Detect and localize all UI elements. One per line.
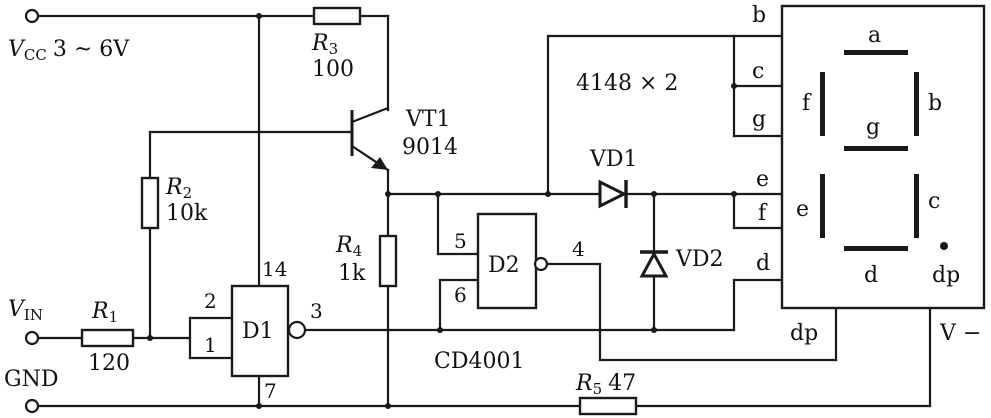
seg-f-label: f xyxy=(802,91,812,116)
segment-g xyxy=(844,146,908,151)
r1-symbol: R xyxy=(91,299,109,324)
wires xyxy=(36,14,932,408)
seg-e-label: e xyxy=(796,197,809,222)
r2-symbol: R xyxy=(165,175,183,200)
d2-pin-4: 4 xyxy=(572,237,585,261)
pin-e-label: e xyxy=(756,167,769,192)
r2-value: 10k xyxy=(166,201,208,226)
terminal-gnd: GND xyxy=(4,367,58,414)
vcc-range: 3 ~ 6V xyxy=(53,37,130,62)
seg-d-label: d xyxy=(864,263,878,288)
diode-note: 4148 × 2 xyxy=(576,71,678,96)
vin-subscript: IN xyxy=(24,306,43,324)
vt1-label: VT1 xyxy=(405,107,451,132)
resistor-r3: R3 100 xyxy=(311,6,362,82)
gnd-label: GND xyxy=(4,367,58,392)
junction-dots xyxy=(147,13,737,409)
segment-c xyxy=(914,174,919,238)
terminal-vin: VIN xyxy=(8,297,43,346)
vt1-type: 9014 xyxy=(402,135,458,160)
r3-symbol: R xyxy=(311,31,329,56)
resistor-r5: R5 47 xyxy=(575,371,638,416)
display-pin-labels: b c g e f d dp V − xyxy=(752,3,981,346)
transistor-vt1: VT1 9014 xyxy=(350,106,458,196)
d2-pin-6: 6 xyxy=(454,283,467,307)
svg-text:R4: R4 xyxy=(335,233,362,260)
pin-g-label: g xyxy=(752,107,766,132)
gate-d2: D2 5 6 4 xyxy=(454,212,585,310)
vin-symbol: V xyxy=(8,297,26,322)
segment-f xyxy=(820,72,825,136)
r3-value: 100 xyxy=(312,57,354,82)
r4-value: 1k xyxy=(338,261,366,286)
resistor-r4: R4 1k xyxy=(335,233,398,288)
r5-subscript: 5 xyxy=(593,380,603,398)
svg-text:R3: R3 xyxy=(311,31,338,58)
r2-subscript: 2 xyxy=(183,184,193,202)
seg-c-label: c xyxy=(928,189,940,214)
r1-value: 120 xyxy=(88,351,130,376)
seg-dp-label: dp xyxy=(932,263,960,288)
seven-segment-display: a f b g e c d dp xyxy=(780,4,986,310)
pin-c-label: c xyxy=(752,59,764,84)
segment-d xyxy=(844,246,908,251)
r3-subscript: 3 xyxy=(329,40,339,58)
diode-vd1: VD1 xyxy=(589,147,638,209)
d1-pin-7: 7 xyxy=(264,379,277,403)
r5-symbol: R xyxy=(575,371,593,396)
d1-pin-14: 14 xyxy=(262,257,287,281)
r4-symbol: R xyxy=(335,233,353,258)
svg-text:R2: R2 xyxy=(165,175,192,202)
r4-subscript: 4 xyxy=(353,242,363,260)
d2-pin-5: 5 xyxy=(454,229,467,253)
seg-b-label: b xyxy=(928,91,942,116)
r5-value: 47 xyxy=(608,371,636,396)
svg-text:VIN: VIN xyxy=(8,297,43,324)
vd1-label: VD1 xyxy=(589,147,638,172)
d2-label: D2 xyxy=(488,253,520,278)
vminus-label: V − xyxy=(939,321,981,346)
segment-dp xyxy=(940,242,948,250)
svg-text:R1: R1 xyxy=(91,299,118,326)
pin-d-label: d xyxy=(756,251,770,276)
pin-f-label: f xyxy=(758,201,768,226)
resistor-r1: R1 120 xyxy=(80,299,135,376)
vcc-symbol: V xyxy=(8,37,26,62)
vcc-subscript: CC xyxy=(24,46,47,64)
seg-a-label: a xyxy=(868,23,881,48)
diode-vd2: VD2 xyxy=(639,247,724,278)
d1-label: D1 xyxy=(242,319,274,344)
d1-pin-1: 1 xyxy=(204,333,217,357)
terminal-vcc: VCC 3 ~ 6V xyxy=(8,8,130,64)
d1-pin-3: 3 xyxy=(310,299,323,323)
r1-subscript: 1 xyxy=(109,308,119,326)
vd2-label: VD2 xyxy=(675,247,724,272)
segment-e xyxy=(820,174,825,238)
seg-g-label: g xyxy=(866,115,880,140)
resistor-r2: R2 10k xyxy=(140,175,208,230)
pin-dp-label: dp xyxy=(790,321,818,346)
gate-d1: D1 2 1 3 14 7 xyxy=(204,257,323,403)
segment-a xyxy=(844,50,908,55)
pin-b-label: b xyxy=(752,3,766,28)
d1-pin-2: 2 xyxy=(204,289,217,313)
ic-type-label: CD4001 xyxy=(434,349,524,374)
segment-b xyxy=(914,72,919,136)
